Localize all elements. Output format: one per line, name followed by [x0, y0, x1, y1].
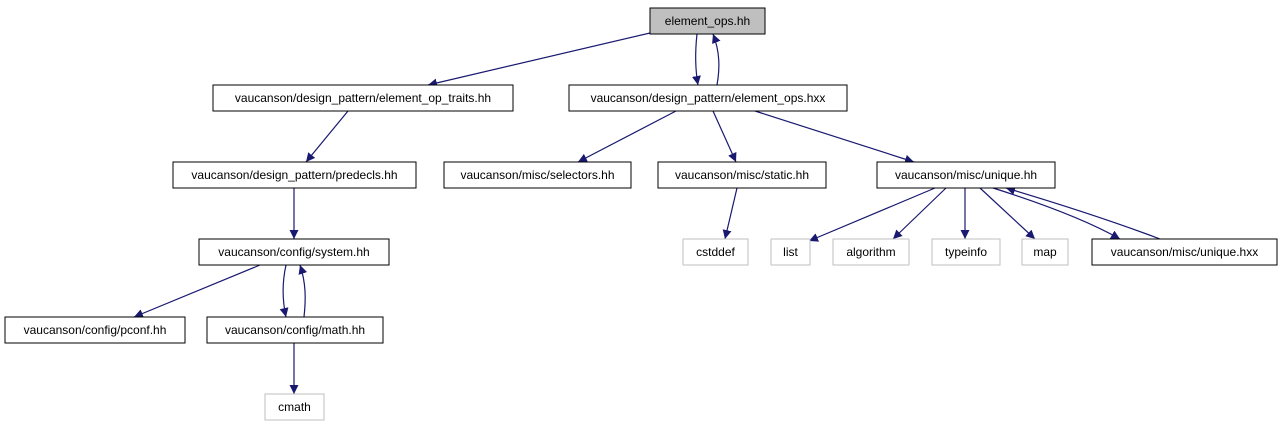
node-static[interactable]: vaucanson/misc/static.hh	[657, 161, 827, 189]
node-label: typeinfo	[945, 245, 987, 259]
node-cmath: cmath	[264, 393, 325, 421]
node-box	[212, 84, 514, 112]
node-box	[443, 161, 632, 189]
edge-element_ops_hxx-to-selectors	[577, 110, 677, 163]
edge-static-to-cstddef	[722, 187, 738, 240]
node-box	[832, 238, 910, 266]
node-box	[198, 238, 390, 266]
edge-unique_hxx-to-unique_hh	[1005, 186, 1161, 240]
node-system[interactable]: vaucanson/config/system.hh	[198, 238, 390, 266]
node-list: list	[770, 238, 811, 266]
node-unique-hh[interactable]: vaucanson/misc/unique.hh	[876, 161, 1056, 189]
node-box	[876, 161, 1056, 189]
node-label: vaucanson/design_pattern/element_ops.hxx	[591, 91, 826, 105]
node-element-ops-hxx[interactable]: vaucanson/design_pattern/element_ops.hxx	[568, 84, 848, 112]
node-predecls[interactable]: vaucanson/design_pattern/predecls.hh	[172, 161, 417, 189]
node-box	[172, 161, 417, 189]
node-box	[931, 238, 1001, 266]
edge-element_ops_hxx-to-unique_hh	[754, 110, 915, 164]
node-label: algorithm	[846, 245, 895, 259]
edge-unique_hh-to-unique_hxx	[992, 187, 1121, 240]
node-label: vaucanson/misc/unique.hxx	[1111, 245, 1258, 259]
edge-math-to-system	[298, 264, 308, 318]
node-label: map	[1033, 245, 1057, 259]
node-label: cstddef	[696, 245, 735, 259]
edge-unique_hh-to-list	[808, 187, 936, 242]
nodes-layer: element_ops.hh vaucanson/design_pattern/e…	[4, 7, 1278, 421]
edge-element_ops_hh-to-element_op_traits	[427, 32, 651, 88]
edge-element_ops_hxx-to-static	[712, 110, 737, 163]
node-box	[657, 161, 827, 189]
node-box	[4, 316, 186, 344]
node-label: vaucanson/misc/unique.hh	[895, 168, 1037, 182]
node-label: vaucanson/misc/selectors.hh	[460, 168, 614, 182]
node-box	[264, 393, 325, 421]
edge-system-to-math	[279, 264, 289, 318]
node-selectors[interactable]: vaucanson/misc/selectors.hh	[443, 161, 632, 189]
node-label: vaucanson/config/math.hh	[225, 323, 365, 337]
node-algorithm: algorithm	[832, 238, 910, 266]
node-label: cmath	[278, 400, 311, 414]
node-unique-hxx[interactable]: vaucanson/misc/unique.hxx	[1091, 238, 1278, 266]
node-label: vaucanson/config/system.hh	[218, 245, 369, 259]
node-box	[206, 316, 384, 344]
node-label: vaucanson/design_pattern/predecls.hh	[191, 168, 397, 182]
node-map: map	[1021, 238, 1069, 266]
edge-element_ops_hxx-to-element_ops_hh	[712, 33, 721, 86]
edge-unique_hh-to-algorithm	[892, 187, 947, 240]
node-element-op-traits[interactable]: vaucanson/design_pattern/element_op_trai…	[212, 84, 514, 112]
node-cstddef: cstddef	[682, 238, 749, 266]
node-box	[568, 84, 848, 112]
edges-layer	[133, 32, 1161, 394]
node-box	[770, 238, 811, 266]
node-element-ops-hh[interactable]: element_ops.hh	[649, 7, 766, 35]
edge-element_op_traits-to-predecls	[305, 110, 349, 163]
node-box	[1091, 238, 1278, 266]
edge-system-to-pconf	[133, 264, 261, 318]
edge-unique_hh-to-map	[979, 187, 1036, 240]
edge-element_ops_hh-to-element_ops_hxx	[692, 33, 701, 86]
node-label: vaucanson/misc/static.hh	[675, 168, 809, 182]
node-math[interactable]: vaucanson/config/math.hh	[206, 316, 384, 344]
node-label: vaucanson/config/pconf.hh	[24, 323, 167, 337]
node-box	[682, 238, 749, 266]
node-box	[1021, 238, 1069, 266]
node-pconf[interactable]: vaucanson/config/pconf.hh	[4, 316, 186, 344]
node-label: list	[783, 245, 798, 259]
node-label: element_ops.hh	[665, 14, 750, 28]
node-label: vaucanson/design_pattern/element_op_trai…	[235, 91, 491, 105]
node-box	[649, 7, 766, 35]
node-typeinfo: typeinfo	[931, 238, 1001, 266]
